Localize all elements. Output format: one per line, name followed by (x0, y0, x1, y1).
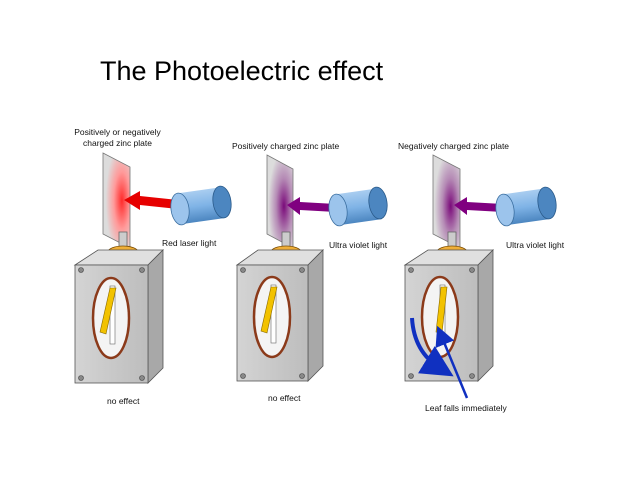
lamp-cylinder (170, 185, 232, 226)
gold-leaf (99, 287, 117, 335)
slide-title: The Photoelectric effect (100, 56, 384, 86)
label-pointer-arrow (435, 325, 469, 399)
lamp-cylinder (328, 186, 388, 227)
panel3-plate-label: Negatively charged zinc plate (398, 141, 510, 151)
panel1-plate-label-line2: charged zinc plate (83, 138, 152, 148)
lamp-cylinder (495, 186, 557, 227)
leaf-fall-arrow (410, 317, 454, 377)
panel1-plate-label-line1: Positively or negatively (74, 127, 161, 137)
light-beam (124, 191, 178, 210)
panel3-result-label: Leaf falls immediately (425, 403, 507, 413)
panel1-light-label: Red laser light (162, 238, 217, 248)
panel1-result-label: no effect (107, 396, 140, 406)
panel2-plate-label: Positively charged zinc plate (232, 141, 340, 151)
light-beam (287, 197, 336, 215)
gold-leaf (260, 286, 278, 334)
panel-3 (403, 154, 557, 399)
light-beam (454, 197, 503, 215)
panel2-result-label: no effect (268, 393, 301, 403)
panel2-light-label: Ultra violet light (329, 240, 388, 250)
panel3-light-label: Ultra violet light (506, 240, 565, 250)
panel-2 (235, 154, 388, 382)
panel-1 (73, 152, 232, 384)
